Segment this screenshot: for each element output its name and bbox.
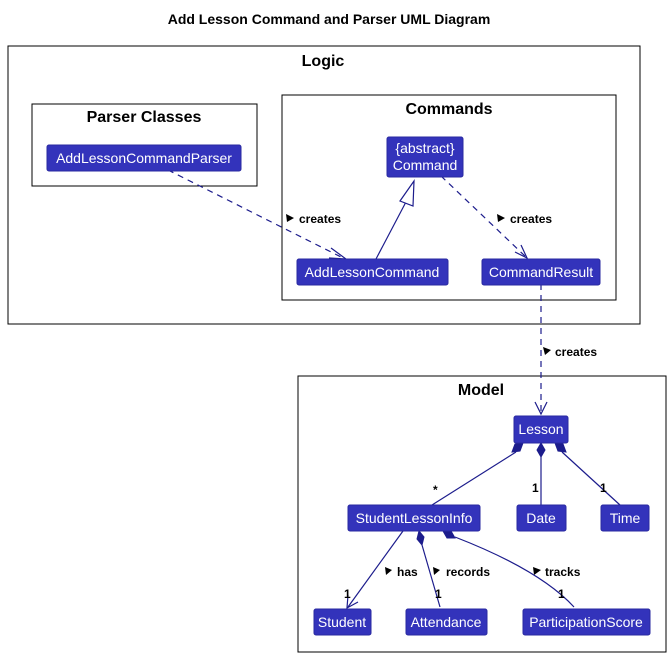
- class-label: ParticipationScore: [529, 614, 643, 630]
- direction-marker-tracks: [533, 567, 541, 575]
- multiplicity-attendance: 1: [435, 587, 442, 601]
- commands-package-title: Commands: [405, 101, 492, 118]
- label-has: has: [397, 565, 418, 579]
- edge-sli-attendance: [421, 544, 441, 608]
- composition-diamond-sli-attendance: [416, 529, 425, 547]
- multiplicity-participation: 1: [558, 587, 565, 601]
- class-lesson[interactable]: Lesson: [513, 415, 569, 444]
- class-label: AddLessonCommand: [305, 264, 440, 280]
- class-label: Time: [610, 510, 641, 526]
- class-label: Student: [318, 614, 366, 630]
- class-student-lesson-info[interactable]: StudentLessonInfo: [347, 504, 481, 532]
- class-label: StudentLessonInfo: [356, 510, 473, 526]
- class-label: Lesson: [518, 421, 563, 437]
- class-label: Command: [393, 157, 458, 173]
- direction-marker-creates-parser: [286, 214, 294, 222]
- edge-sli-participation: [454, 536, 575, 608]
- class-participation-score[interactable]: ParticipationScore: [522, 608, 651, 636]
- arrowhead-result-creates-lesson: [534, 401, 548, 416]
- class-label: Attendance: [411, 614, 482, 630]
- parser-classes-package-title: Parser Classes: [87, 109, 202, 126]
- edge-addlesson-extends-command: [375, 199, 408, 260]
- class-label: CommandResult: [489, 264, 593, 280]
- multiplicity-student: 1: [344, 587, 351, 601]
- label-tracks: tracks: [545, 565, 581, 579]
- class-command[interactable]: {abstract} Command: [386, 136, 464, 178]
- class-label: AddLessonCommandParser: [56, 150, 232, 166]
- direction-marker-creates-command: [497, 214, 505, 222]
- label-creates-command: creates: [510, 212, 552, 226]
- arrowhead-command-creates-result: [514, 244, 529, 260]
- class-date[interactable]: Date: [516, 504, 567, 532]
- label-creates-result: creates: [555, 345, 597, 359]
- composition-diamond-lesson-date: [536, 441, 546, 459]
- multiplicity-lesson-date: 1: [532, 481, 539, 495]
- edge-sli-student: [347, 530, 404, 608]
- composition-diamond-lesson-time: [554, 442, 567, 453]
- class-stereotype: {abstract}: [395, 140, 454, 156]
- direction-marker-records: [433, 567, 440, 575]
- label-creates-parser: creates: [299, 212, 341, 226]
- class-attendance[interactable]: Attendance: [405, 608, 488, 636]
- multiplicity-lesson-sli: *: [433, 483, 438, 497]
- edge-lesson-studentlessoninfo: [431, 451, 517, 506]
- logic-package-title: Logic: [302, 53, 345, 70]
- model-package-title: Model: [458, 382, 504, 399]
- direction-marker-has: [385, 567, 392, 575]
- class-label: Date: [526, 510, 556, 526]
- edge-lesson-time: [561, 451, 621, 506]
- class-add-lesson-command-parser[interactable]: AddLessonCommandParser: [46, 144, 242, 172]
- class-student[interactable]: Student: [313, 608, 372, 636]
- diagram-title: Add Lesson Command and Parser UML Diagra…: [168, 11, 491, 27]
- edge-command-creates-result: [440, 175, 527, 258]
- arrowhead-sli-student: [346, 594, 359, 610]
- direction-marker-creates-result: [543, 347, 551, 355]
- composition-diamond-lesson-sli: [511, 442, 524, 453]
- class-time[interactable]: Time: [600, 504, 650, 532]
- multiplicity-lesson-time: 1: [600, 481, 607, 495]
- label-records: records: [446, 565, 490, 579]
- inheritance-triangle: [399, 178, 415, 207]
- class-add-lesson-command[interactable]: AddLessonCommand: [296, 258, 449, 286]
- class-command-result[interactable]: CommandResult: [481, 258, 601, 286]
